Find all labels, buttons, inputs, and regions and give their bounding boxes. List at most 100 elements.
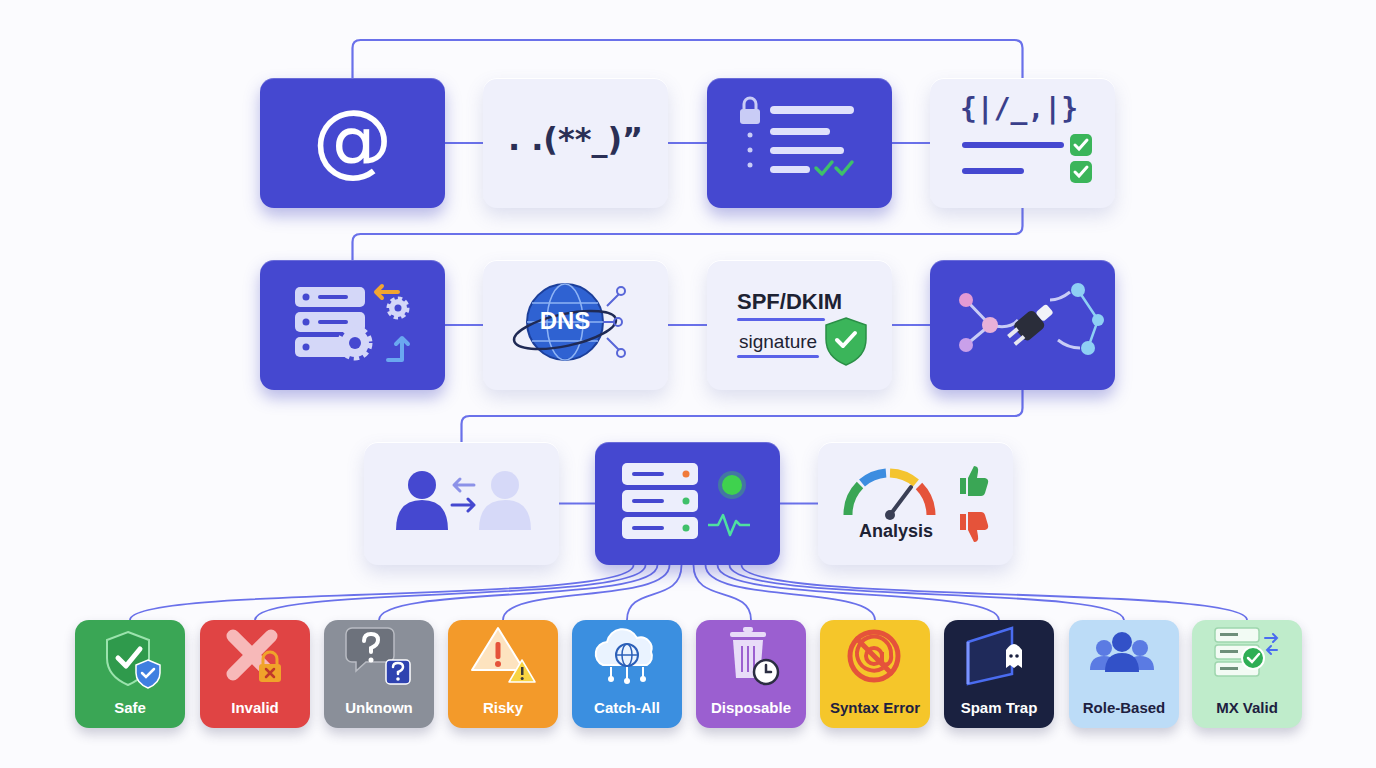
safe-shield-icon [136, 660, 160, 688]
catch-all-cloud-icon [622, 644, 632, 666]
node-label: Role-Based [1069, 700, 1179, 717]
node-label: Disposable [696, 700, 806, 717]
node-label: Syntax Error [820, 700, 930, 717]
dns-globe-icon [617, 349, 625, 357]
safe-shield-icon [142, 669, 154, 677]
plug-network-icon [1078, 290, 1098, 348]
process-box [930, 260, 1115, 390]
server-status-icon [722, 475, 742, 495]
plug-network-icon [982, 317, 998, 333]
server-gear-icon [295, 312, 365, 332]
flow-connector [627, 565, 682, 620]
mx-valid-server-icon [1220, 633, 1238, 636]
server-gear-icon [303, 344, 310, 351]
process-box: Analysis [818, 442, 1013, 565]
process-box [260, 260, 445, 390]
catch-all-cloud-icon [640, 676, 646, 682]
server-status-icon [708, 515, 750, 535]
status-tile: Disposable [696, 620, 806, 728]
node-label: DNS [515, 308, 615, 334]
node-label: @ [260, 96, 445, 184]
validated-lines-icon [1075, 167, 1087, 176]
syntax-error-icon [857, 637, 891, 671]
catch-all-cloud-icon [616, 654, 638, 656]
flow-connector [668, 324, 707, 326]
signature-shield-icon [737, 318, 866, 365]
catch-all-cloud-icon [596, 629, 652, 684]
catch-all-cloud-icon [611, 667, 643, 679]
server-gear-icon [395, 305, 402, 312]
flow-connector [668, 142, 707, 144]
status-tile: Spam Trap [944, 620, 1054, 728]
flow-connector [379, 565, 658, 620]
node-label: Analysis [840, 522, 952, 542]
server-status-icon [683, 471, 690, 478]
spam-trap-icon [1015, 654, 1019, 658]
invalid-x-icon [259, 664, 281, 682]
node-label: Safe [75, 700, 185, 717]
syntax-error-icon [857, 639, 891, 673]
invalid-x-icon [266, 669, 274, 677]
dns-globe-icon [527, 284, 603, 360]
plug-network-icon [1012, 309, 1046, 343]
status-tile: Safe [75, 620, 185, 728]
validated-lines-icon [962, 134, 1092, 183]
server-gear-icon [295, 337, 350, 357]
node-label: Invalid [200, 700, 310, 717]
user-swap-icon [479, 500, 531, 530]
analysis-gauge-icon [890, 487, 911, 515]
server-gear-icon [318, 320, 348, 324]
role-based-users-icon [1112, 632, 1132, 652]
unknown-question-icon [346, 628, 394, 671]
dns-globe-icon [511, 284, 625, 360]
user-swap-icon [396, 500, 448, 530]
catch-all-cloud-icon [596, 629, 652, 665]
unknown-question-icon [396, 677, 400, 681]
secure-list-icon [740, 98, 854, 174]
risky-warning-icon [496, 642, 501, 659]
user-swap-icon [408, 471, 436, 499]
secure-list-icon [836, 162, 852, 174]
dns-globe-icon [603, 294, 619, 350]
role-based-users-icon [1090, 656, 1118, 670]
node-label: . .(**_)” [483, 122, 668, 157]
process-box [707, 78, 892, 208]
server-gear-icon [389, 299, 407, 317]
role-based-users-icon [1090, 632, 1154, 672]
node-label: Unknown [324, 700, 434, 717]
unknown-question-icon [393, 663, 403, 674]
mx-valid-server-icon [1220, 650, 1238, 653]
server-status-icon [632, 499, 664, 503]
role-based-users-icon [1105, 653, 1139, 672]
flow-connector [559, 502, 595, 504]
spam-trap-icon [968, 628, 1012, 684]
node-label: Spam Trap [944, 700, 1054, 717]
server-status-icon [622, 517, 698, 539]
dns-globe-icon [511, 304, 619, 357]
dns-globe-icon [547, 284, 583, 360]
disposable-trash-icon [730, 627, 778, 684]
plug-network-icon [959, 283, 1104, 355]
invalid-x-icon [263, 652, 277, 664]
server-status-icon [683, 525, 690, 532]
unknown-question-icon [364, 634, 378, 652]
validated-lines-icon [1070, 134, 1092, 156]
invalid-x-icon [233, 636, 271, 674]
validated-lines-icon [962, 142, 1064, 148]
plug-network-icon [1005, 300, 1057, 349]
disposable-trash-icon [743, 627, 753, 632]
status-tile: Unknown [324, 620, 434, 728]
server-status-icon [632, 472, 664, 476]
user-swap-icon [491, 471, 519, 499]
spam-trap-icon [1006, 644, 1022, 668]
user-swap-icon [454, 479, 474, 491]
mx-valid-server-icon [1215, 662, 1259, 676]
validated-lines-icon [962, 168, 1024, 174]
safe-shield-icon [118, 649, 140, 666]
node-label: signature [739, 332, 849, 353]
flow-connector [445, 324, 483, 326]
disposable-trash-icon [742, 646, 754, 672]
syntax-error-icon [850, 632, 898, 680]
